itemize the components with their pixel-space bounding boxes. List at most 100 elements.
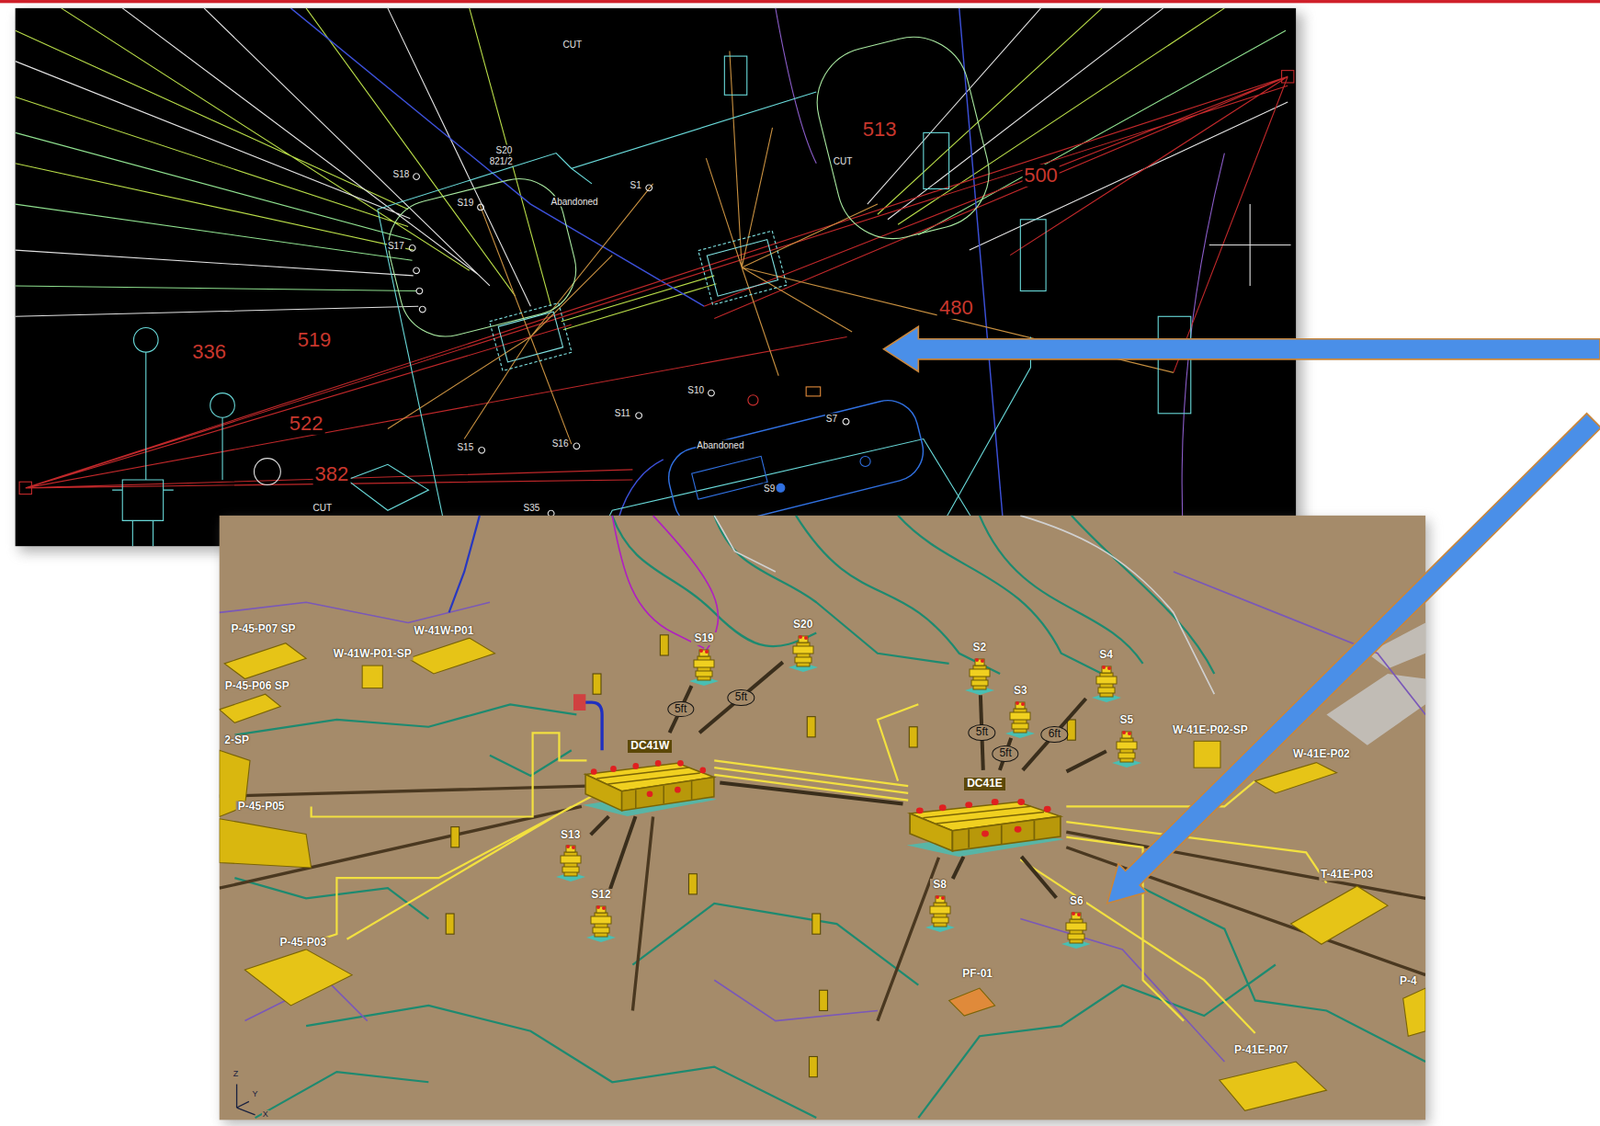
equipment-label: P-4 <box>1397 975 1419 988</box>
tree-structure <box>1057 909 1095 949</box>
template <box>224 643 307 680</box>
manifold-name: DC41W <box>627 739 672 753</box>
depth-label: 522 <box>287 412 326 435</box>
tree-part <box>975 658 985 666</box>
jumper <box>1066 750 1107 772</box>
equipment-label: W-41E-P02-SP <box>1170 724 1250 737</box>
pointer-arrow <box>1107 413 1600 904</box>
drawing-label: S35 <box>522 501 542 512</box>
template <box>1219 1061 1328 1111</box>
drawing-label: Abandoned <box>550 195 600 206</box>
jumper-length: 6ft <box>1041 726 1068 743</box>
tree-part <box>1071 912 1081 920</box>
cad-line <box>15 30 1286 291</box>
drawing-label: S16 <box>551 437 570 448</box>
tree-part <box>1122 731 1132 738</box>
xmas-tree: S19 <box>683 632 725 686</box>
tree-structure <box>1088 663 1125 703</box>
template <box>1255 762 1338 794</box>
tree-part <box>1015 702 1025 709</box>
jumper <box>1021 856 1056 898</box>
equipment-label: T-41E-P03 <box>1318 868 1375 881</box>
drawing-label: S9 <box>762 482 776 493</box>
equipment-label: P-41E-P07 <box>1232 1043 1291 1056</box>
tree-part <box>704 649 709 654</box>
structure-circle <box>253 458 281 486</box>
tree-part <box>1116 741 1137 749</box>
template-frame <box>706 239 778 297</box>
cad-outline <box>1157 316 1192 414</box>
cad-line <box>15 8 1226 330</box>
tree-part <box>1066 922 1087 931</box>
xmas-tree: S6 <box>1055 895 1097 949</box>
pile <box>806 716 816 738</box>
drawing-label: CUT <box>832 156 854 167</box>
well-leader <box>387 51 1174 445</box>
manifold-part <box>633 762 640 770</box>
drawing-label: S1 <box>629 180 643 191</box>
manifold: DC41E <box>903 770 1067 857</box>
equipment-label: W-41W-P01-SP <box>331 647 414 660</box>
well-name: S8 <box>930 878 950 892</box>
pointer-arrow <box>884 326 1600 372</box>
drawing-label: S18 <box>391 168 410 179</box>
depth-label: 513 <box>861 118 899 141</box>
tree-part <box>560 855 581 863</box>
drawing-label: 821/2 <box>488 156 514 167</box>
tree-part <box>935 896 945 903</box>
xmas-tree: S5 <box>1106 714 1147 768</box>
depth-label: 336 <box>190 340 228 364</box>
template <box>1403 987 1426 1036</box>
tree-part <box>1021 702 1025 706</box>
jumper <box>1022 698 1087 771</box>
template-frame <box>698 230 787 306</box>
cable-route <box>612 515 718 654</box>
cable-route <box>234 515 1426 1118</box>
tree-part <box>971 680 988 686</box>
template <box>1291 885 1388 944</box>
seabed-panel <box>219 515 1426 1120</box>
equipment-label: W-41E-P02 <box>1291 748 1352 761</box>
equipment-label: P-45-P06 SP <box>223 680 292 693</box>
well-name: S5 <box>1116 714 1136 727</box>
cad-line <box>15 8 1289 317</box>
survey-point <box>19 481 32 494</box>
manifold-part <box>915 806 923 814</box>
tree-part <box>695 670 713 677</box>
drawing-label: S20 <box>495 145 514 156</box>
tree-part <box>699 649 709 657</box>
jumper-length: 5ft <box>991 745 1019 762</box>
pile <box>659 635 669 656</box>
cad-outline <box>1020 219 1046 292</box>
tree-part <box>596 906 606 913</box>
drill-area <box>805 24 1001 250</box>
cad-outline <box>923 132 950 189</box>
drawing-label: CUT <box>312 501 334 512</box>
drawing-label: S15 <box>455 442 475 453</box>
cad-outline <box>377 91 1032 546</box>
tree-part <box>596 905 601 909</box>
template-frame <box>498 311 563 363</box>
cable-route <box>219 571 1426 1062</box>
tree-part <box>1077 912 1081 917</box>
well-name: S13 <box>557 828 583 842</box>
equipment-label: 2-SP <box>222 735 251 748</box>
structure-circle <box>210 393 236 419</box>
axis-label: Z <box>232 1069 240 1079</box>
tree-part <box>566 845 576 852</box>
pile <box>812 913 821 934</box>
depth-label: 500 <box>1021 164 1060 187</box>
tree-part <box>1009 712 1031 720</box>
drawing-label: S7 <box>825 413 839 424</box>
well-name: S3 <box>1010 684 1031 698</box>
tree-part <box>975 658 979 662</box>
cable-route <box>714 515 1215 694</box>
tree-part <box>793 646 814 654</box>
tree-structure <box>784 633 822 672</box>
tree-part <box>804 635 808 640</box>
drawing-label: Abandoned <box>695 440 745 451</box>
well-name: S12 <box>588 888 613 902</box>
xmas-tree: S4 <box>1086 648 1127 703</box>
cad-survey-line <box>25 76 1288 488</box>
